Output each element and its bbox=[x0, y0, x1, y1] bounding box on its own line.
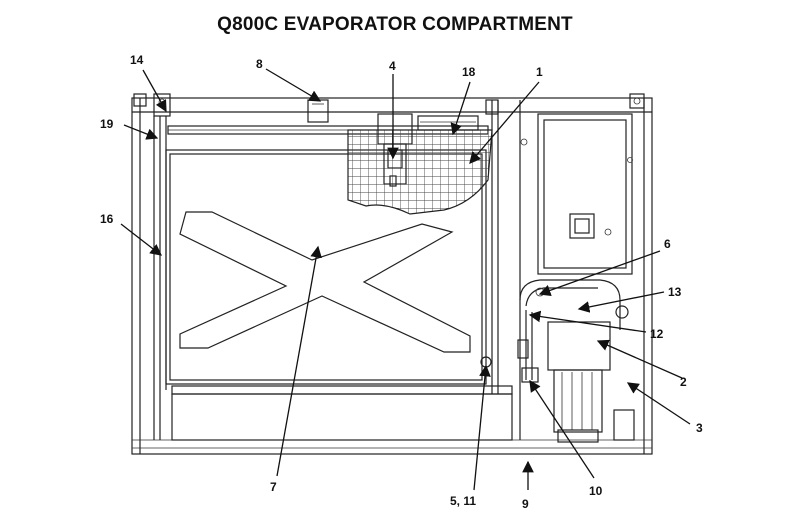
leader-5-11 bbox=[473, 364, 491, 491]
leader-19 bbox=[123, 124, 159, 140]
leader-6 bbox=[538, 250, 661, 296]
callout-5-11: 5, 11 bbox=[450, 494, 476, 508]
evaporator-panel bbox=[165, 149, 487, 385]
callout-16: 16 bbox=[100, 212, 114, 226]
compartment-divider bbox=[491, 100, 521, 440]
leader-3 bbox=[626, 382, 691, 425]
ice-probe-bracket bbox=[307, 99, 329, 123]
callout-18: 18 bbox=[462, 65, 476, 79]
callout-9: 9 bbox=[522, 497, 529, 511]
callout-6: 6 bbox=[664, 237, 671, 251]
water-pump bbox=[517, 279, 629, 443]
callout-10: 10 bbox=[589, 484, 603, 498]
callout-1: 1 bbox=[536, 65, 543, 79]
leader-2 bbox=[596, 339, 683, 379]
corner-bracket-right bbox=[485, 93, 645, 115]
callout-7: 7 bbox=[270, 480, 277, 494]
leader-8 bbox=[265, 68, 322, 102]
callout-2: 2 bbox=[680, 375, 687, 389]
leader-14 bbox=[142, 69, 167, 113]
leader-10 bbox=[529, 379, 595, 479]
callout-12: 12 bbox=[650, 327, 664, 341]
leader-12 bbox=[528, 310, 647, 333]
leader-7 bbox=[276, 245, 322, 477]
left-side-rail bbox=[153, 116, 167, 440]
water-trough bbox=[171, 356, 635, 441]
leader-1 bbox=[469, 81, 540, 164]
evaporator-grid bbox=[347, 115, 493, 215]
callout-4: 4 bbox=[389, 59, 396, 73]
callout-3: 3 bbox=[696, 421, 703, 435]
water-level-float bbox=[377, 113, 413, 187]
callout-labels: 1 2 3 4 5, 11 6 7 8 9 10 12 13 14 16 18 … bbox=[100, 53, 703, 511]
callout-13: 13 bbox=[668, 285, 682, 299]
callout-14: 14 bbox=[130, 53, 144, 67]
leader-16 bbox=[120, 223, 163, 256]
callout-8: 8 bbox=[256, 57, 263, 71]
diagram-title: Q800C EVAPORATOR COMPARTMENT bbox=[217, 14, 573, 35]
leader-lines bbox=[120, 68, 691, 491]
leader-18 bbox=[450, 81, 471, 136]
leader-13 bbox=[577, 291, 665, 313]
callout-19: 19 bbox=[100, 117, 114, 131]
control-box bbox=[520, 113, 633, 275]
